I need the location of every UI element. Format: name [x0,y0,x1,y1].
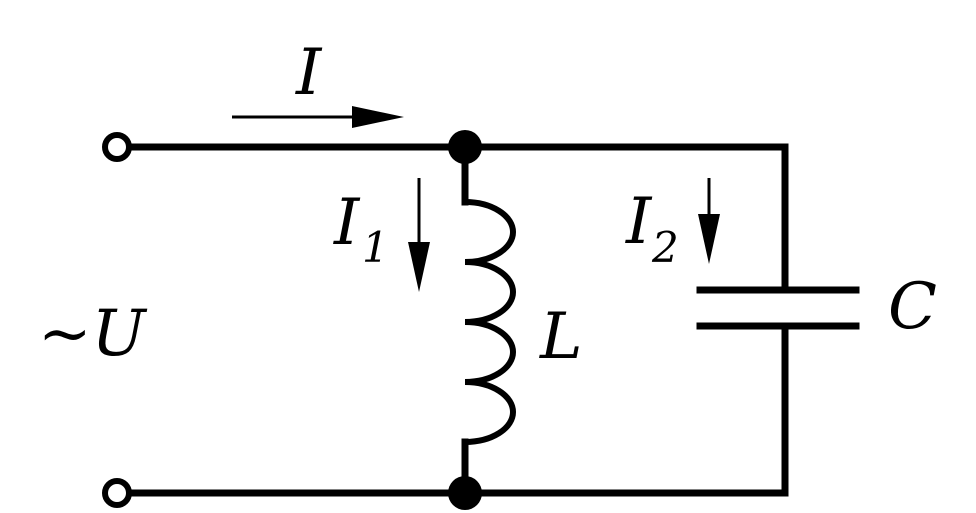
current-arrow-inductor [408,178,430,292]
inductor-coil [464,199,516,445]
label-capacitor: C [888,270,937,344]
top-junction-node [448,130,482,164]
label-current-capacitor-subscript: 2 [651,223,679,272]
bottom-junction-node [448,476,482,510]
current-arrow-total [232,106,404,128]
bottom-terminal [102,478,132,508]
label-voltage-source: ~U [38,297,148,371]
label-current-inductor: I [333,186,361,260]
label-current-inductor-subscript: 1 [362,223,389,272]
current-arrow-capacitor [698,178,720,264]
label-inductor: L [539,300,583,374]
top-terminal [102,132,132,162]
label-current-total: I [295,36,323,110]
label-current-capacitor: I [625,185,653,259]
